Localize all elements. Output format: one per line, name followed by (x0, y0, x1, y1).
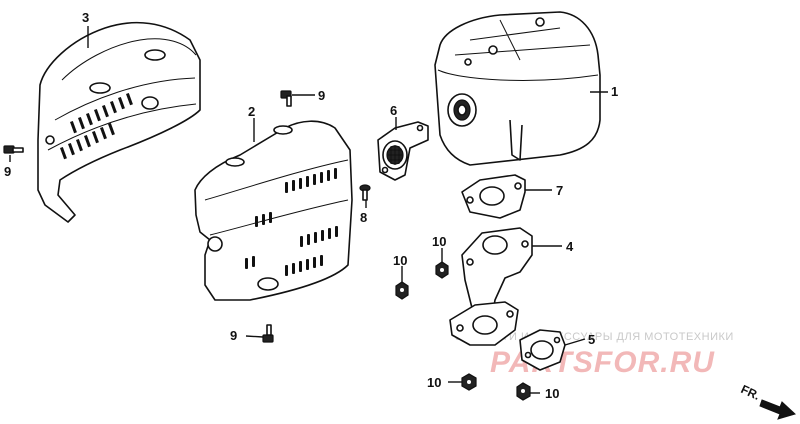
callout-1: 1 (611, 84, 618, 99)
part-3-heat-shield (37, 21, 201, 223)
callout-9-bottom: 9 (230, 328, 237, 343)
callout-8: 8 (360, 210, 367, 225)
nut-10-d (516, 382, 531, 401)
part-4-exhaust-joint (449, 227, 533, 346)
front-label: FR. (739, 382, 762, 403)
callout-9-top: 9 (318, 88, 325, 103)
callout-2: 2 (248, 104, 255, 119)
callout-10-c: 10 (427, 375, 441, 390)
callout-10-d: 10 (545, 386, 559, 401)
part-7-gasket (461, 174, 526, 219)
bolt-9-bottom (262, 324, 274, 343)
part-2-vent-slots (245, 168, 338, 276)
callout-5: 5 (588, 332, 595, 347)
callout-9-left: 9 (4, 164, 11, 179)
part-5-gasket (519, 329, 566, 371)
callout-3: 3 (82, 10, 89, 25)
callout-10-b: 10 (393, 253, 407, 268)
callout-6: 6 (390, 103, 397, 118)
bolt-9-left (3, 145, 24, 154)
part-6-spark-arrester (377, 121, 429, 181)
nut-10-a (435, 261, 449, 279)
part-1-muffler (434, 11, 601, 166)
leader-lines (9, 26, 608, 394)
part-2-heat-shield (194, 120, 353, 301)
callout-10-a: 10 (432, 234, 446, 249)
nut-10-c (461, 373, 477, 391)
bolt-9-top (280, 90, 292, 107)
front-direction-indicator: FR. (739, 382, 796, 420)
callout-7: 7 (556, 183, 563, 198)
nut-10-b (395, 281, 409, 300)
screw-8 (359, 184, 371, 201)
front-arrow-icon (759, 399, 796, 420)
callout-4: 4 (566, 239, 574, 254)
part-3-vent-slots (60, 92, 133, 160)
callouts: 3 2 9 9 6 1 7 4 8 10 10 9 5 10 10 (4, 10, 618, 401)
